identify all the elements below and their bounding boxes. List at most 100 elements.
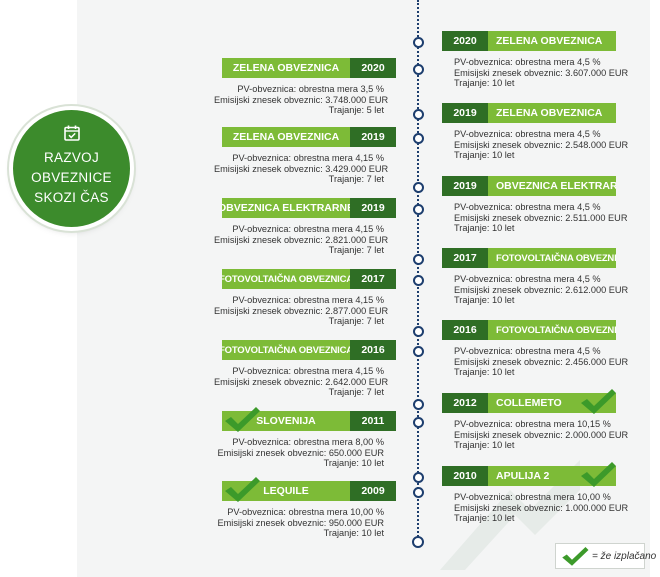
right-bond-details-2019: PV-obveznica: obrestna mera 4,5 %Emisijs…: [454, 129, 654, 161]
timeline-node: [413, 472, 424, 483]
bond-year: 2011: [350, 411, 396, 431]
check-mark-icon: [581, 462, 616, 487]
bond-duration: Trajanje: 10 let: [323, 528, 384, 539]
bond-interest-rate: PV-obveznica: obrestna mera 4,15 %: [232, 295, 384, 305]
bond-issue-amount: Emisijski znesek obveznic: 2.511.000 EUR: [454, 212, 628, 223]
bond-year: 2019: [442, 103, 488, 123]
bond-duration: Trajanje: 10 let: [323, 458, 384, 469]
bond-issue-amount: Emisijski znesek obveznic: 650.000 EUR: [217, 447, 384, 458]
bond-interest-rate: PV-obveznica: obrestna mera 4,5 %: [454, 346, 601, 356]
bond-interest-rate: PV-obveznica: obrestna mera 4,5 %: [454, 202, 601, 212]
title-line-3: SKOZI ČAS: [34, 190, 109, 205]
bond-year: 2017: [350, 269, 396, 289]
bond-name: ZELENA OBVEZNICA: [222, 127, 350, 147]
bond-issue-amount: Emisijski znesek obveznic: 950.000 EUR: [217, 517, 384, 528]
timeline-node: [413, 133, 424, 144]
bond-issue-amount: Emisijski znesek obveznic: 3.748.000 EUR: [214, 94, 389, 105]
legend: = že izplačano: [555, 543, 656, 569]
right-bond-details-2016: PV-obveznica: obrestna mera 4,5 %Emisijs…: [454, 346, 654, 378]
bond-issue-amount: Emisijski znesek obveznic: 2.821.000 EUR: [214, 234, 389, 245]
bond-issue-amount: Emisijski znesek obveznic: 3.607.000 EUR: [454, 67, 629, 78]
timeline-node: [413, 346, 424, 357]
right-bond-details-2017: PV-obveznica: obrestna mera 4,5 %Emisijs…: [454, 274, 654, 306]
bond-interest-rate: PV-obveznica: obrestna mera 4,5 %: [454, 129, 601, 139]
bond-interest-rate: PV-obveznica: obrestna mera 4,15 %: [232, 224, 384, 234]
bond-year: 2019: [350, 198, 396, 218]
title-badge: RAZVOJ OBVEZNICE SKOZI ČAS: [13, 110, 130, 227]
bond-duration: Trajanje: 7 let: [328, 245, 384, 256]
check-mark-icon: [562, 547, 589, 566]
bond-issue-amount: Emisijski znesek obveznic: 2.456.000 EUR: [454, 356, 629, 367]
bond-interest-rate: PV-obveznica: obrestna mera 4,5 %: [454, 274, 601, 284]
bond-duration: Trajanje: 10 let: [454, 295, 515, 306]
bond-interest-rate: PV-obveznica: obrestna mera 8,00 %: [232, 437, 384, 447]
bond-issue-amount: Emisijski znesek obveznic: 1.000.000 EUR: [454, 502, 629, 513]
timeline-node: [413, 109, 424, 120]
bond-name: ZELENA OBVEZNICA: [222, 58, 350, 78]
bond-issue-amount: Emisijski znesek obveznic: 2.000.000 EUR: [454, 429, 629, 440]
timeline-line: [417, 0, 419, 540]
bond-issue-amount: Emisijski znesek obveznic: 2.642.000 EUR: [214, 376, 389, 387]
bond-name: APULIJA 2: [488, 466, 616, 486]
bond-issue-amount: Emisijski znesek obveznic: 3.429.000 EUR: [214, 163, 389, 174]
timeline-node: [413, 417, 424, 428]
title-line-1: RAZVOJ: [43, 150, 100, 165]
left-bond-details-2016: PV-obveznica: obrestna mera 4,15 %Emisij…: [214, 366, 389, 398]
timeline-node: [413, 37, 424, 48]
bond-interest-rate: PV-obveznica: obrestna mera 10,00 %: [227, 507, 384, 517]
bond-year: 2016: [442, 320, 488, 340]
legend-label: = že izplačano: [592, 551, 657, 562]
timeline-node: [413, 275, 424, 286]
calendar-check-icon: [64, 125, 80, 141]
bond-interest-rate: PV-obveznica: obrestna mera 4,5 %: [454, 57, 601, 67]
bond-duration: Trajanje: 10 let: [454, 513, 515, 524]
bond-name: FOTOVOLTAIČNA OBVEZNICA: [222, 340, 350, 360]
title-line-2: OBVEZNICE: [31, 170, 112, 185]
bond-interest-rate: PV-obveznica: obrestna mera 10,00 %: [454, 492, 611, 502]
bond-year: 2020: [350, 58, 396, 78]
left-bond-details-2019: PV-obveznica: obrestna mera 4,15 %Emisij…: [214, 224, 389, 256]
bond-name: ZELENA OBVEZNICA: [488, 31, 616, 51]
timeline-node: [413, 254, 424, 265]
bond-name: COLLEMETO: [488, 393, 616, 413]
bond-duration: Trajanje: 7 let: [328, 316, 384, 327]
check-mark-icon: [225, 407, 260, 432]
right-bond-details-2020: PV-obveznica: obrestna mera 4,5 %Emisijs…: [454, 57, 654, 89]
timeline-node: [413, 182, 424, 193]
bond-duration: Trajanje: 10 let: [454, 367, 515, 378]
bond-issue-amount: Emisijski znesek obveznic: 2.612.000 EUR: [454, 284, 629, 295]
bond-name: ZELENA OBVEZNICA: [488, 103, 616, 123]
bond-interest-rate: PV-obveznica: obrestna mera 4,15 %: [232, 153, 384, 163]
timeline-end-node: [412, 536, 424, 548]
bond-year: 2019: [442, 176, 488, 196]
bond-year: 2020: [442, 31, 488, 51]
bond-year: 2010: [442, 466, 488, 486]
watermark-logo: [440, 460, 580, 570]
left-bond-details-2009: PV-obveznica: obrestna mera 10,00 %Emisi…: [214, 507, 384, 539]
page-title: RAZVOJ OBVEZNICE SKOZI ČAS: [13, 148, 130, 208]
bond-interest-rate: PV-obveznica: obrestna mera 4,15 %: [232, 366, 384, 376]
bond-year: 2019: [350, 127, 396, 147]
bond-year: 2016: [350, 340, 396, 360]
timeline-node: [413, 64, 424, 75]
timeline-node: [413, 487, 424, 498]
check-mark-icon: [581, 389, 616, 414]
bond-name: FOTOVOLTAIČNA OBVEZNICA: [488, 248, 616, 268]
bond-duration: Trajanje: 7 let: [328, 174, 384, 185]
bond-name: OBVEZNICA ELEKTRARNE: [222, 198, 350, 218]
right-bond-details-2019: PV-obveznica: obrestna mera 4,5 %Emisijs…: [454, 202, 654, 234]
bond-duration: Trajanje: 10 let: [454, 78, 515, 89]
timeline-node: [413, 326, 424, 337]
bond-interest-rate: PV-obveznica: obrestna mera 3,5 %: [237, 84, 384, 94]
bond-name: OBVEZNICA ELEKTRARNE: [488, 176, 616, 196]
left-bond-details-2019: PV-obveznica: obrestna mera 4,15 %Emisij…: [214, 153, 389, 185]
